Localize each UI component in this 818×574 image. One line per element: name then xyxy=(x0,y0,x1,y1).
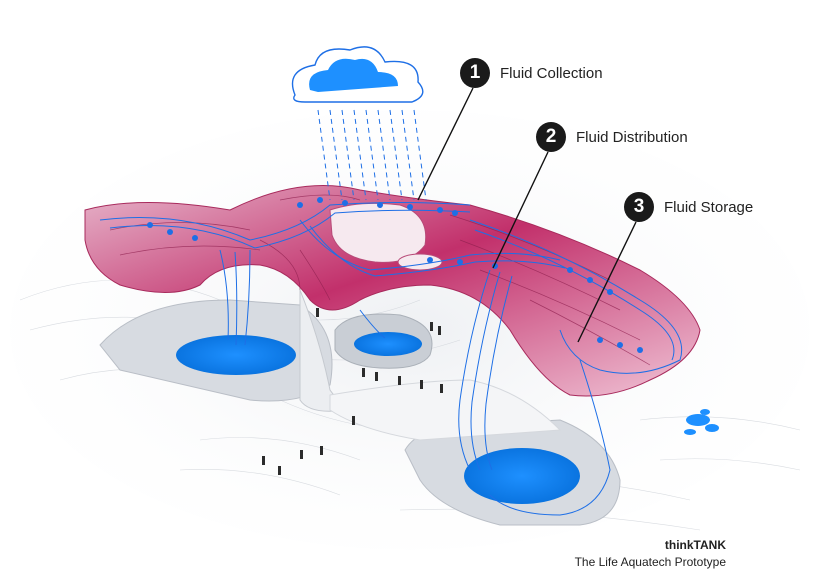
people-figures xyxy=(262,308,443,475)
canopy-structure xyxy=(84,185,701,397)
rainfall xyxy=(317,109,427,201)
project-subtitle: The Life Aquatech Prototype xyxy=(574,555,726,569)
leader-fluid-distribution xyxy=(492,151,549,269)
callout-label: Fluid Storage xyxy=(664,198,754,216)
water-droplets xyxy=(147,197,643,353)
callout-label: Fluid Distribution xyxy=(576,128,688,146)
callout-label: Fluid Collection xyxy=(500,64,603,82)
storage-pools xyxy=(176,332,719,504)
callout-number-badge: 1 xyxy=(460,58,490,88)
brand-name: thinkTANK xyxy=(664,538,726,552)
callout-fluid-storage: 3 Fluid Storage xyxy=(624,192,753,222)
pool-lower xyxy=(464,448,580,504)
leader-fluid-storage xyxy=(577,221,637,343)
pool-splash xyxy=(684,409,719,435)
callout-number-badge: 2 xyxy=(536,122,566,152)
callout-fluid-distribution: 2 Fluid Distribution xyxy=(536,122,688,152)
pool-left xyxy=(176,335,296,375)
callout-leaders xyxy=(417,87,637,343)
water-channels xyxy=(99,202,683,516)
pool-center xyxy=(354,332,422,356)
callout-number-badge: 3 xyxy=(624,192,654,222)
rain-cloud xyxy=(291,46,424,103)
callout-fluid-collection: 1 Fluid Collection xyxy=(460,58,603,88)
leader-fluid-collection xyxy=(417,87,474,201)
credit-block: thinkTANK The Life Aquatech Prototype xyxy=(575,538,726,569)
